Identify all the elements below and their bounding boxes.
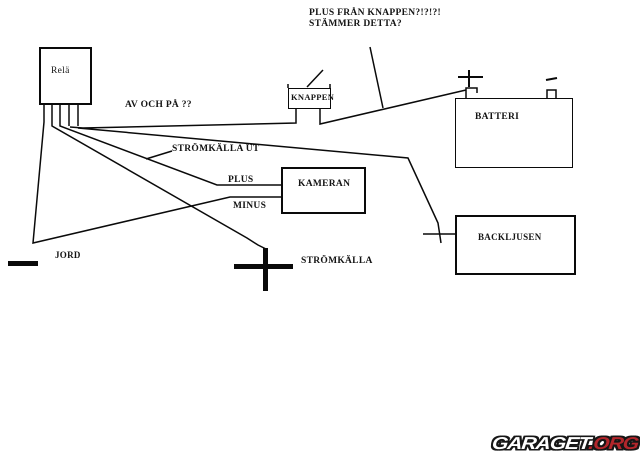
batteri-label: BATTERI [475, 112, 520, 122]
knappen-box: KNAPPEN [288, 88, 335, 109]
wire-rela-to-stromkalla-plus [51, 104, 267, 250]
wire-rela-to-jord-to-kameran-minus [32, 104, 281, 244]
jord-label: JORD [55, 250, 81, 260]
garaget-org-watermark: GARAGET.ORG [491, 434, 639, 454]
stromkalla-ut-label: STRÖMKÄLLA UT [172, 144, 260, 154]
minus-label: MINUS [233, 201, 267, 211]
kameran-box: KAMERAN [281, 167, 366, 214]
question-note-line2: STÄMMER DETTA? [309, 19, 402, 29]
watermark-tld: .ORG [587, 434, 640, 454]
batteri-minus-sign-icon [545, 77, 558, 81]
stromkalla-label: STRÖMKÄLLA [301, 256, 373, 266]
stromkalla-ut-pointer-line [145, 150, 173, 160]
watermark-name: GARAGET [490, 434, 590, 454]
knappen-lever-line [306, 69, 324, 88]
rela-label: Relä [51, 66, 70, 76]
kameran-label: KAMERAN [298, 179, 351, 189]
knappen-label: KNAPPEN [291, 92, 335, 102]
question-note-line1: PLUS FRÅN KNAPPEN?!?!?! [309, 8, 441, 18]
backljusen-box: BACKLJUSEN [455, 215, 576, 275]
batteri-minus-terminal [546, 89, 557, 103]
wire-rela-to-knappen [69, 108, 297, 129]
wire-rela-to-kameran-plus [59, 104, 281, 186]
rela-box: Relä [39, 47, 92, 105]
batteri-box: BATTERI [455, 98, 573, 168]
backljusen-label: BACKLJUSEN [478, 232, 542, 242]
batteri-plus-sign-icon [458, 70, 483, 87]
wire-rela-to-backljusen [77, 127, 442, 244]
plus-label: PLUS [228, 175, 254, 185]
stromkalla-plus-symbol [234, 248, 293, 291]
question-pointer-line [369, 46, 384, 109]
knappen-top-ticks [287, 84, 331, 88]
batteri-plus-terminal [465, 87, 478, 98]
av-och-pa-label: AV OCH PÅ ?? [125, 100, 192, 110]
wire-knappen-to-batteri-plus [319, 89, 467, 125]
